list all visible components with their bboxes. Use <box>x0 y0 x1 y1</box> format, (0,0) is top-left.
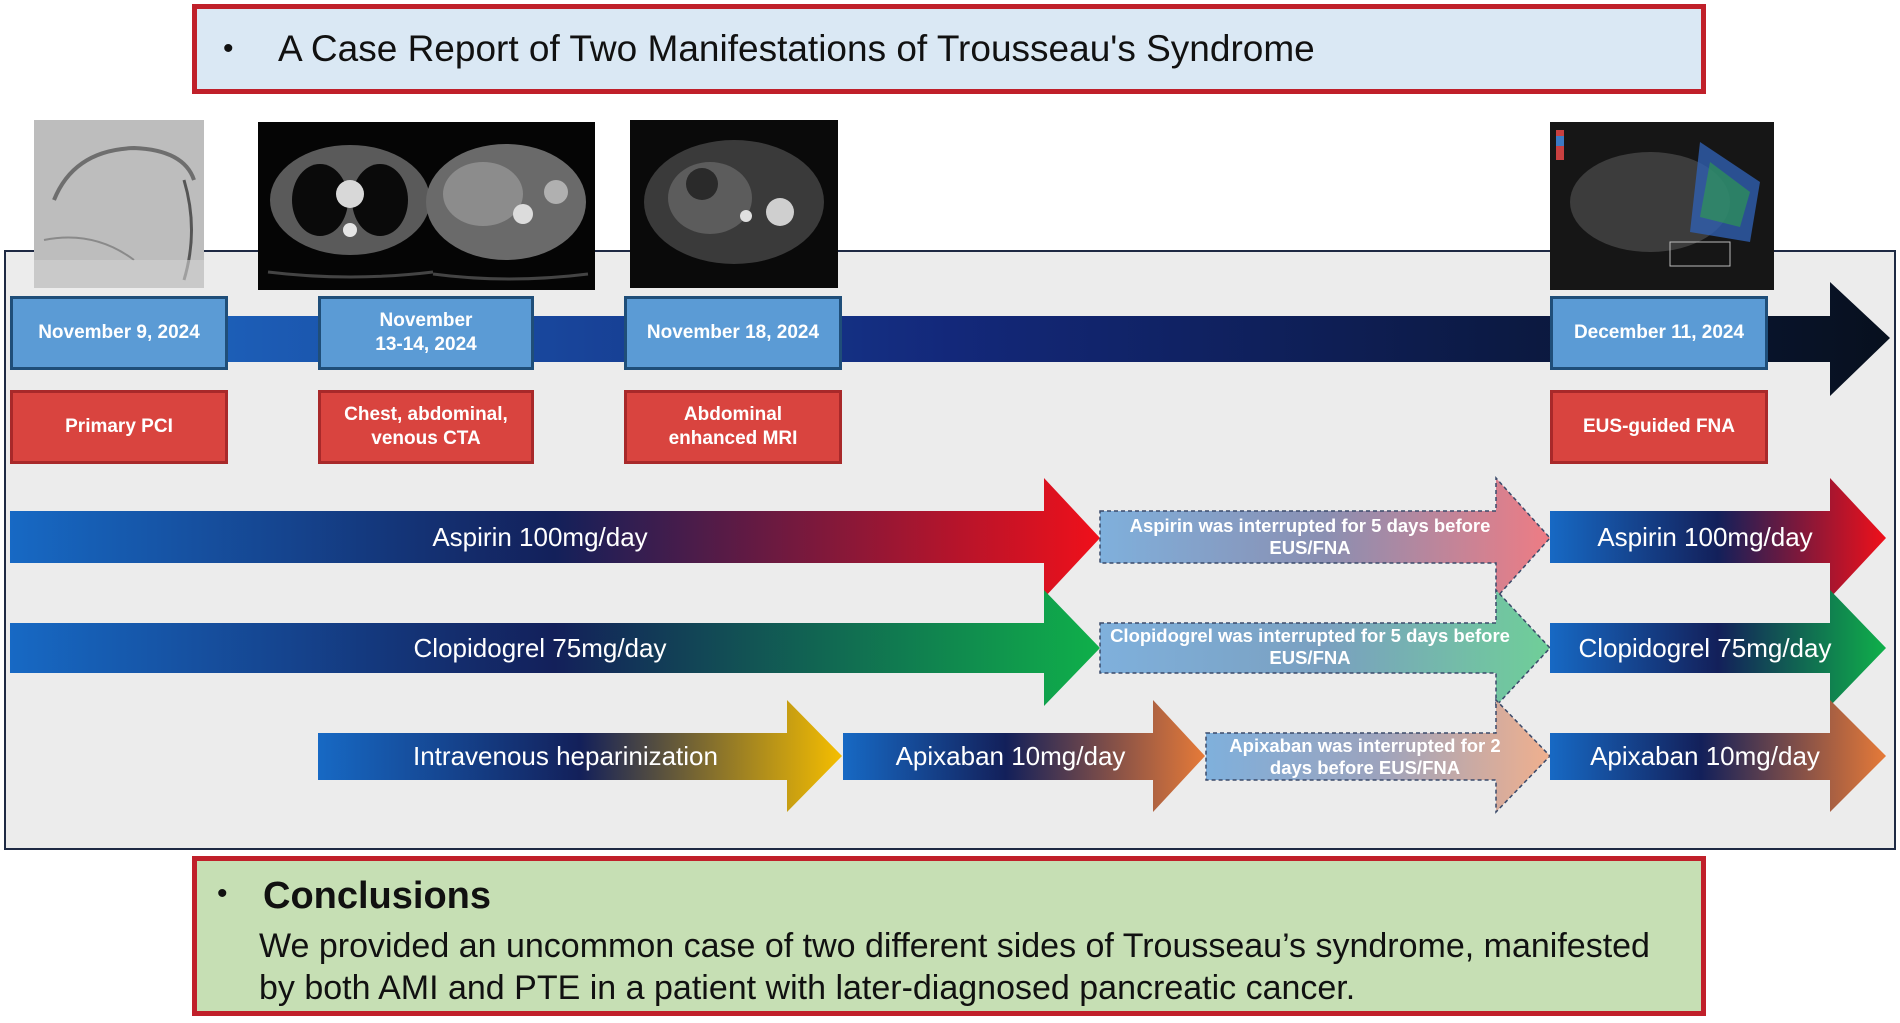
event-cta: Chest, abdominal, venous CTA <box>318 390 534 464</box>
event-label: Abdominal enhanced MRI <box>668 404 798 449</box>
heparin-label: Intravenous heparinization <box>413 741 718 771</box>
event-mri: Abdominal enhanced MRI <box>624 390 842 464</box>
title-bullet: • <box>223 32 234 65</box>
conclusions-box: • Conclusions We provided an uncommon ca… <box>192 856 1706 1016</box>
endoscopic-ultrasound-image <box>1550 122 1774 290</box>
aspirin-label: Aspirin 100mg/day <box>432 521 648 552</box>
aspirin-arrow <box>10 478 1100 598</box>
date-label: November 18, 2024 <box>646 322 820 344</box>
clopidogrel-interrupted-label: Clopidogrel was interrupted for 5 days b… <box>1110 624 1510 668</box>
aspirin-interrupted-label: Aspirin was interrupted for 5 days befor… <box>1129 514 1491 558</box>
aspirin-interrupted-arrow <box>1099 476 1552 600</box>
clopidogrel-arrow <box>10 590 1100 706</box>
angiography-image <box>34 120 204 288</box>
clopidogrel-label: Clopidogrel 75mg/day <box>413 632 667 663</box>
aspirin-resumed-arrow <box>1550 478 1886 598</box>
apixaban-resumed-label: Apixaban 10mg/day <box>1590 741 1820 771</box>
event-label: Primary PCI <box>65 416 173 438</box>
event-eus-fna: EUS-guided FNA <box>1550 390 1768 464</box>
event-label: EUS-guided FNA <box>1583 416 1735 438</box>
date-nov-9: November 9, 2024 <box>10 296 228 370</box>
apixaban-interrupted-arrow <box>1205 698 1552 814</box>
apixaban-label: Apixaban 10mg/day <box>895 741 1126 771</box>
date-dec-11: December 11, 2024 <box>1550 296 1768 370</box>
apixaban-arrow <box>843 700 1205 812</box>
date-nov-18: November 18, 2024 <box>624 296 842 370</box>
apixaban-resumed-arrow <box>1550 700 1886 812</box>
title-banner: • A Case Report of Two Manifestations of… <box>192 4 1706 94</box>
aspirin-resumed-label: Aspirin 100mg/day <box>1597 521 1813 552</box>
conclusions-heading: Conclusions <box>263 875 492 917</box>
title-text: A Case Report of Two Manifestations of T… <box>278 28 1315 69</box>
clopidogrel-resumed-arrow <box>1550 590 1886 706</box>
mri-image <box>630 120 838 288</box>
event-label: Chest, abdominal, venous CTA <box>344 404 508 449</box>
date-nov-13-14: November 13-14, 2024 <box>318 296 534 370</box>
date-label: December 11, 2024 <box>1573 322 1745 344</box>
clopidogrel-resumed-label: Clopidogrel 75mg/day <box>1578 632 1832 663</box>
date-label: November 13-14, 2024 <box>375 310 477 355</box>
ct-scan-image <box>258 122 595 290</box>
conclusions-text: We provided an uncommon case of two diff… <box>259 927 1650 1008</box>
timeline-arrow <box>12 282 1890 396</box>
event-primary-pci: Primary PCI <box>10 390 228 464</box>
date-label: November 9, 2024 <box>38 322 200 344</box>
heparin-arrow <box>318 700 842 812</box>
conclusions-bullet: • <box>217 877 228 910</box>
apixaban-interrupted-label: Apixaban was interrupted for 2 days befo… <box>1229 734 1501 778</box>
clopidogrel-interrupted-arrow <box>1099 588 1552 708</box>
